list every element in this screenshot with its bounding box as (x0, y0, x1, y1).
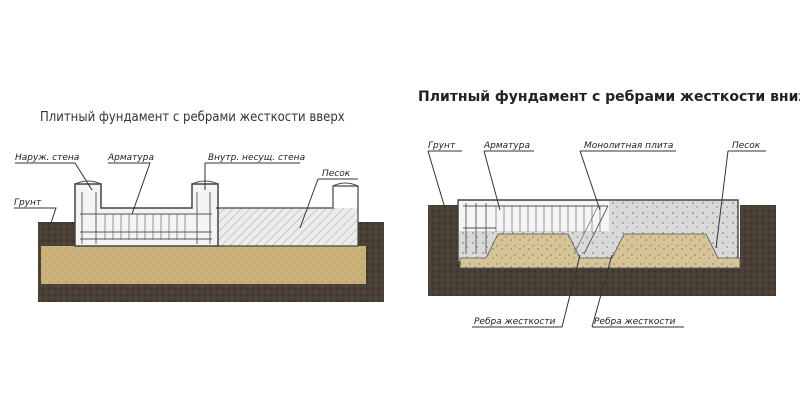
label-ground-right: Грунт (428, 141, 456, 151)
label-rib-1: Ребра жесткости (474, 317, 556, 327)
right-soil (428, 205, 776, 296)
left-sand-hatch (216, 208, 358, 246)
right-label-rib-1: Ребра жесткости (472, 254, 581, 328)
label-rib-2: Ребра жесткости (594, 317, 676, 327)
label-ground: Грунт (14, 198, 42, 208)
right-label-ground: Грунт (427, 141, 462, 206)
left-title: Плитный фундамент с ребрами жесткости вв… (40, 110, 345, 125)
right-diagram: Плитный фундамент с ребрами жесткости вн… (418, 89, 800, 328)
right-label-rebar: Арматура (483, 141, 534, 211)
left-rebar (80, 192, 212, 244)
right-rebar (463, 203, 609, 255)
label-rebar-right: Арматура (483, 141, 530, 151)
left-diagram: Плитный фундамент с ребрами жесткости вв… (14, 110, 384, 302)
label-slab: Монолитная плита (584, 141, 673, 151)
label-sand: Песок (322, 169, 351, 179)
label-rebar: Арматура (107, 153, 154, 163)
right-title: Плитный фундамент с ребрами жесткости вн… (418, 89, 800, 105)
right-label-sand: Песок (715, 141, 766, 249)
left-label-outer-wall: Наруж. стена (15, 153, 93, 191)
label-sand-right: Песок (732, 141, 761, 151)
left-label-sand: Песок (299, 169, 358, 229)
right-label-rib-2: Ребра жесткости (591, 254, 684, 328)
left-label-rebar: Арматура (107, 153, 154, 215)
left-label-inner-wall: Внутр. несущ. стена (204, 153, 305, 190)
right-sand-layer (459, 233, 741, 269)
label-inner-wall: Внутр. несущ. стена (208, 153, 305, 163)
right-label-slab: Монолитная плита (579, 141, 676, 211)
left-label-ground: Грунт (14, 198, 57, 233)
left-sand-layer (41, 246, 366, 284)
left-slab (74, 180, 359, 247)
label-outer-wall: Наруж. стена (15, 153, 79, 163)
right-slab-top (459, 201, 609, 231)
